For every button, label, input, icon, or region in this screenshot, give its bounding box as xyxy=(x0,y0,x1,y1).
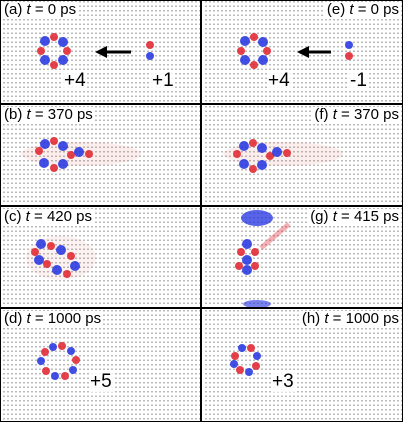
single-skyrmion xyxy=(146,41,154,60)
row-divider xyxy=(0,103,403,105)
panel-e: (e) t = 0 ps +4 -1 xyxy=(203,1,402,103)
panel-label: (h) t = 1000 ps xyxy=(299,310,401,327)
panel-b-field xyxy=(21,137,141,172)
charge-label: +1 xyxy=(151,70,175,91)
charge-label: -1 xyxy=(349,70,368,91)
panel-a-field xyxy=(37,33,154,69)
charge-label: +5 xyxy=(89,371,113,392)
panel-h: (h) t = 1000 ps +3 xyxy=(203,310,402,420)
panel-d-field xyxy=(37,342,80,380)
panel-label: (b) t = 370 ps xyxy=(2,106,95,123)
skyrmion-ring xyxy=(37,33,71,69)
panel-f-field xyxy=(223,139,343,173)
panel-a: (a) t = 0 ps +4 +1 xyxy=(1,1,200,103)
panel-g: (g) t = 415 ps xyxy=(203,208,402,307)
panel-label: (e) t = 0 ps xyxy=(324,1,401,18)
row-divider xyxy=(0,307,403,309)
charge-label: +4 xyxy=(63,70,87,91)
panel-e-field xyxy=(237,33,353,69)
panel-c-field xyxy=(26,236,96,280)
panel-h-field xyxy=(230,344,261,376)
panel-d: (d) t = 1000 ps +5 xyxy=(1,310,200,420)
panel-label: (c) t = 420 ps xyxy=(2,208,94,225)
charge-label: +4 xyxy=(267,70,291,91)
panel-label: (a) t = 0 ps xyxy=(2,1,79,18)
skyrmion-ring xyxy=(237,33,271,69)
charge-label: +3 xyxy=(271,371,295,392)
single-antiskyrmion xyxy=(345,41,353,60)
panel-f: (f) t = 370 ps xyxy=(203,106,402,205)
panel-b: (b) t = 370 ps xyxy=(1,106,200,205)
panel-label: (d) t = 1000 ps xyxy=(2,310,104,327)
arrow-left-icon xyxy=(95,46,131,58)
panel-g-field xyxy=(235,210,291,307)
column-divider xyxy=(200,0,202,421)
row-divider xyxy=(0,205,403,207)
panel-c: (c) t = 420 ps xyxy=(1,208,200,307)
arrow-left-icon xyxy=(297,46,331,58)
panel-label: (g) t = 415 ps xyxy=(308,208,401,225)
panel-label: (f) t = 370 ps xyxy=(312,106,401,123)
